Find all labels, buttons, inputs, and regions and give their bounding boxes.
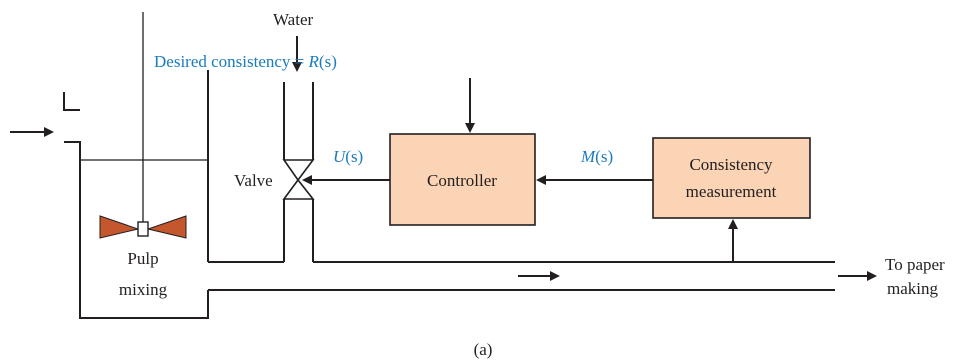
tank-left-bottom-wall	[64, 141, 209, 319]
consistency-label-line1: Consistency	[689, 155, 773, 174]
pulp-label-line2: mixing	[119, 280, 168, 299]
agitator-left-blade	[99, 215, 140, 239]
consistency-label-line2: measurement	[686, 182, 777, 201]
u-signal-label: U(s)	[333, 147, 363, 166]
desired-consistency-label: Desired consistency = R(s)	[154, 52, 337, 71]
to-paper-label-line1: To paper	[885, 255, 945, 274]
m-signal-label: M(s)	[580, 147, 613, 166]
valve-upper-triangle	[282, 159, 315, 182]
valve-lower-triangle	[282, 178, 315, 200]
agitator-right-blade	[146, 215, 187, 239]
figure-caption: (a)	[474, 340, 493, 359]
to-paper-label-line2: making	[887, 279, 938, 298]
agitator-hub	[137, 221, 149, 237]
water-label: Water	[273, 10, 313, 29]
valve-label: Valve	[234, 171, 273, 190]
pulp-label-line1: Pulp	[127, 249, 158, 268]
controller-label: Controller	[427, 171, 497, 190]
tank-inlet-top-wall	[63, 92, 80, 111]
controller-block	[389, 133, 536, 226]
consistency-measurement-block	[652, 137, 811, 219]
